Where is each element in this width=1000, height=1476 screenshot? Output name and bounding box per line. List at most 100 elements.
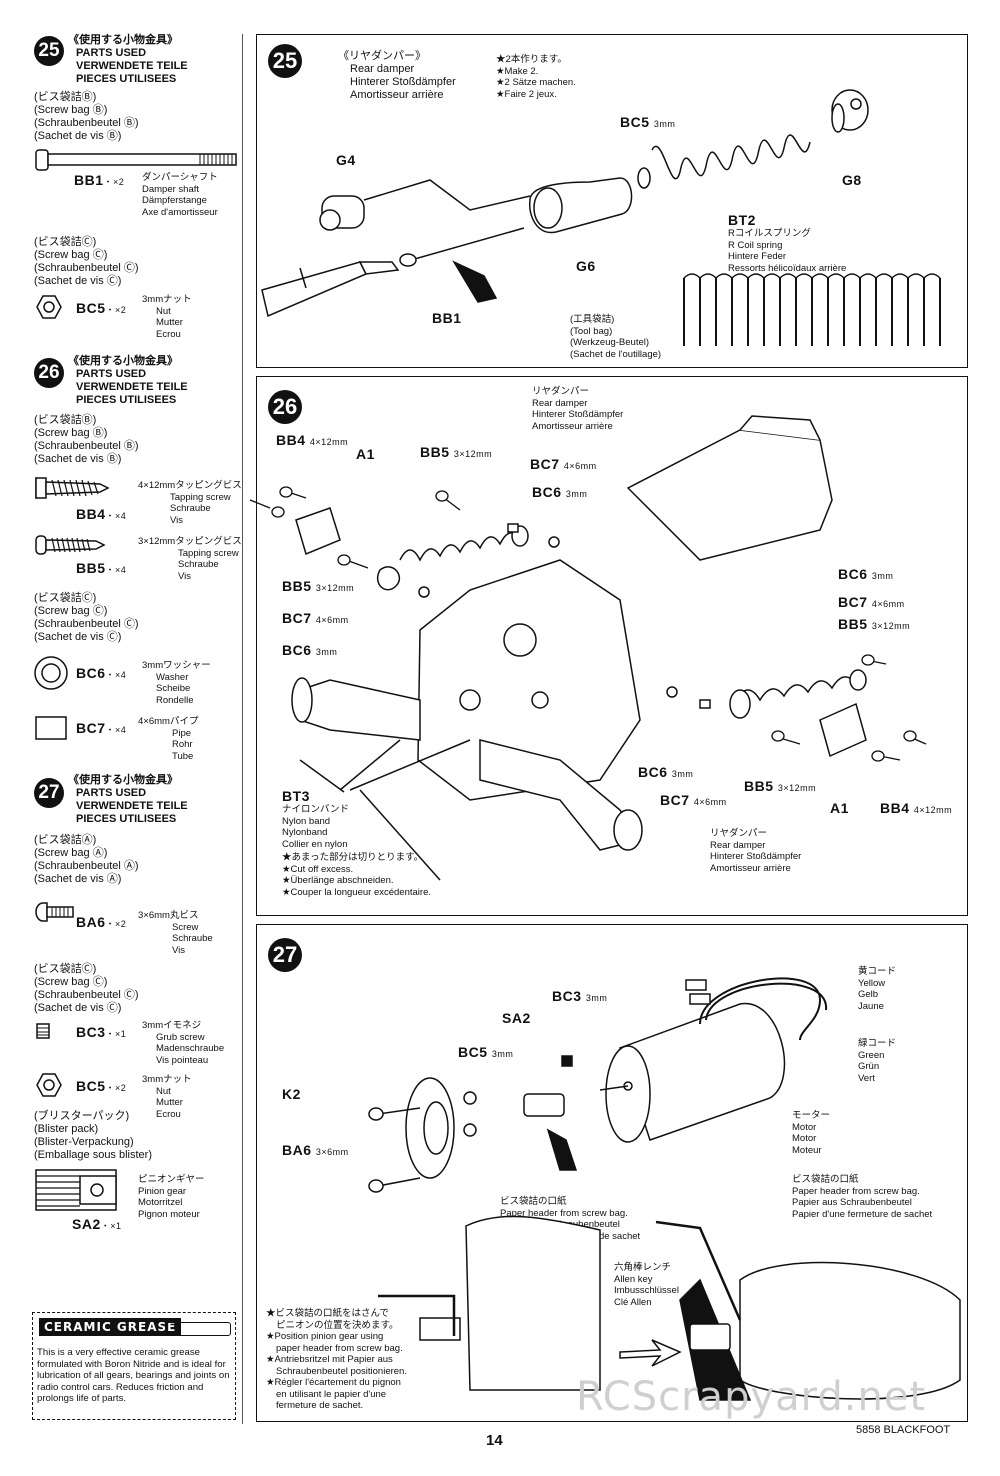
- screw-bag-a-27: (ビス袋詰Ⓐ)(Screw bag Ⓐ) (Schraubenbeutel Ⓐ)…: [34, 834, 139, 885]
- label-a1-left: A1: [356, 446, 375, 462]
- label-bb4-right: BB4 4×12mm: [880, 800, 953, 816]
- model-name: 5858 BLACKFOOT: [856, 1424, 951, 1436]
- label-k2: K2: [282, 1086, 301, 1102]
- bag-label: (Screw bag Ⓑ): [34, 104, 108, 116]
- screw-bag-b-25: (ビス袋詰Ⓑ) (Screw bag Ⓑ) (Schraubenbeutel Ⓑ…: [34, 91, 139, 143]
- pipe-icon: [35, 716, 67, 740]
- label-bc7-right: BC7 4×6mm: [838, 594, 905, 610]
- grease-tube-icon: [165, 1322, 231, 1336]
- tool-bag-label: (工具袋詰)(Tool bag) (Werkzeug-Beutel)(Sache…: [570, 314, 662, 360]
- label-bb5-top: BB5 3×12mm: [420, 444, 493, 460]
- blister-pack-label: (ブリスターパック)(Blister pack) (Blister-Verpac…: [34, 1110, 152, 1161]
- part-code-ba6: BA6・×2: [76, 914, 127, 930]
- damper-shaft-icon: [35, 149, 237, 171]
- label-bb5-left: BB5 3×12mm: [282, 578, 355, 594]
- screw-bag-c-27: (ビス袋詰Ⓒ)(Screw bag Ⓒ) (Schraubenbeutel Ⓒ)…: [34, 963, 139, 1014]
- pinion-position-note: ★ビス袋詰の口紙をはさんでピニオンの位置を決めます。 ★Position pin…: [266, 1308, 407, 1411]
- grub-screw-icon: [36, 1023, 50, 1039]
- ceramic-grease-box: CERAMIC GREASE This is a very effective …: [32, 1312, 236, 1420]
- part-code-bc6: BC6・×4: [76, 665, 127, 681]
- tapping-screw-icon: [35, 477, 110, 499]
- column-divider: [242, 34, 243, 1424]
- part-code-bb4: BB4・×4: [76, 506, 127, 522]
- part-code-sa2: SA2・×1: [72, 1216, 122, 1232]
- label-bc6-left: BC6 3mm: [282, 642, 338, 658]
- part-code-bc5: BC5・×2: [76, 1078, 127, 1094]
- round-screw-icon: [35, 902, 74, 922]
- step-26-badge: 26: [34, 358, 64, 388]
- grease-description: This is a very effective ceramic grease …: [37, 1347, 230, 1405]
- parts-used-header-25: 《使用する小物金具》 PARTS USED VERWENDETE TEILE P…: [68, 34, 188, 86]
- rear-damper-title: 《リヤダンパー》 Rear damper Hinterer Stoßdämpfe…: [338, 50, 456, 101]
- label-bc5-25: BC5 3mm: [620, 114, 676, 130]
- label-bc7-bottom: BC7 4×6mm: [660, 792, 727, 808]
- step-25-panel: [256, 34, 968, 368]
- label-bb5-right: BB5 3×12mm: [838, 616, 911, 632]
- label-bc6-right: BC6 3mm: [838, 566, 894, 582]
- part-code-bc7: BC7・×4: [76, 720, 127, 736]
- step-25-number: 25: [268, 44, 302, 78]
- parts-used-en: PARTS USED: [76, 47, 147, 59]
- parts-used-fr: PIECES UTILISEES: [76, 73, 177, 85]
- label-bc6-top: BC6 3mm: [532, 484, 588, 500]
- step-26-panel: [256, 376, 968, 916]
- label-bc6-bottom: BC6 3mm: [638, 764, 694, 780]
- bag-label: (Sachet de vis Ⓑ): [34, 130, 122, 142]
- label-g8: G8: [842, 172, 862, 188]
- bag-label: (ビス袋詰Ⓑ): [34, 91, 97, 103]
- label-bc5-27: BC5 3mm: [458, 1044, 514, 1060]
- label-ba6: BA6 3×6mm: [282, 1142, 349, 1158]
- label-bc7-left: BC7 4×6mm: [282, 610, 349, 626]
- part-code-bb5: BB5・×4: [76, 560, 127, 576]
- step-27-panel: [256, 924, 968, 1422]
- label-bb4-left: BB4 4×12mm: [276, 432, 349, 448]
- label-bt2: BT2: [728, 212, 756, 228]
- step-27-number: 27: [268, 938, 302, 972]
- label-sa2: SA2: [502, 1010, 531, 1026]
- ceramic-grease-logo: CERAMIC GREASE: [39, 1318, 182, 1336]
- washer-icon: [34, 656, 68, 690]
- label-a1-right: A1: [830, 800, 849, 816]
- nut-icon: [36, 1073, 62, 1097]
- part-code-bb1: BB1・×2: [74, 172, 125, 188]
- label-g4: G4: [336, 152, 356, 168]
- watermark: RCScrapyard.net: [576, 1374, 927, 1420]
- tapping-screw-small-icon: [35, 535, 106, 555]
- label-bt3: BT3: [282, 788, 310, 804]
- cut-excess-note: ★あまった部分は切りとります。★Cut off excess. ★Überlän…: [282, 852, 431, 898]
- label-bc3: BC3 3mm: [552, 988, 608, 1004]
- parts-used-jp: 《使用する小物金具》: [68, 34, 178, 46]
- nut-icon: [36, 295, 62, 319]
- step-26-number: 26: [268, 390, 302, 424]
- page-number: 14: [486, 1432, 503, 1449]
- pinion-gear-icon: [35, 1169, 117, 1211]
- step-25-badge: 25: [34, 36, 64, 66]
- label-g6: G6: [576, 258, 596, 274]
- parts-used-de: VERWENDETE TEILE: [76, 60, 188, 72]
- parts-used-header-27: 《使用する小物金具》 PARTS USED VERWENDETE TEILE P…: [68, 774, 188, 825]
- label-bb1: BB1: [432, 310, 462, 326]
- parts-used-header-26: 《使用する小物金具》 PARTS USED VERWENDETE TEILE P…: [68, 355, 188, 406]
- screw-bag-c-26: (ビス袋詰Ⓒ)(Screw bag Ⓒ) (Schraubenbeutel Ⓒ)…: [34, 592, 139, 643]
- make-two-note: ★2本作ります。★Make 2. ★2 Sätze machen.★Faire …: [496, 54, 576, 100]
- screw-bag-b-26: (ビス袋詰Ⓑ)(Screw bag Ⓑ) (Schraubenbeutel Ⓑ)…: [34, 414, 139, 465]
- label-bb5-bottom: BB5 3×12mm: [744, 778, 817, 794]
